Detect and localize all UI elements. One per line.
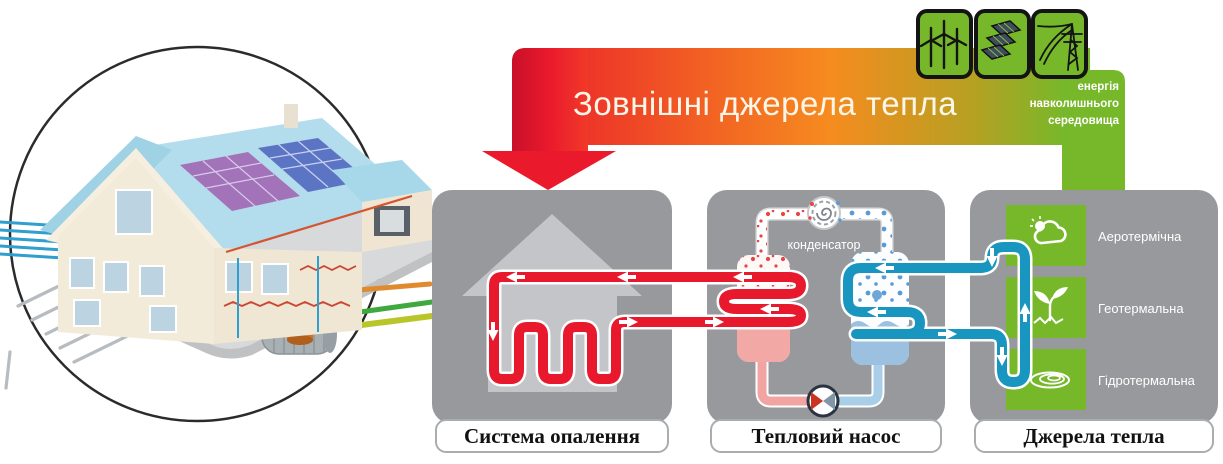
wind-turbines-icon bbox=[916, 9, 973, 79]
heating-water-circuit bbox=[486, 269, 809, 387]
heating-caption: Система опалення bbox=[464, 424, 640, 448]
green-energy-band bbox=[1062, 70, 1125, 192]
wing-roof bbox=[332, 160, 432, 202]
refrigerant-vapor-pipes bbox=[755, 207, 894, 263]
house-illustration bbox=[0, 45, 435, 423]
source-tiles: Аеротермічна Геотермальна Гідротермальна bbox=[1006, 205, 1196, 410]
panel-captions: Система опалення Тепловий насос Джерела … bbox=[435, 419, 1214, 453]
eave-accent-pipe bbox=[225, 194, 413, 254]
interior-heating-coils bbox=[223, 264, 357, 307]
expansion-valve-icon bbox=[806, 384, 840, 418]
compressor-icon bbox=[807, 196, 842, 230]
solar-grid-lines bbox=[192, 155, 279, 207]
heating-caption-bar bbox=[435, 419, 669, 453]
hydrothermal-label: Гідротермальна bbox=[1098, 373, 1196, 388]
interior-pipes bbox=[237, 256, 319, 338]
pump-caption: Тепловий насос bbox=[752, 424, 901, 448]
sources-caption-bar bbox=[974, 419, 1214, 453]
side-note: енергія навколишнього середовища bbox=[1030, 81, 1120, 127]
banner-down-shaft bbox=[512, 48, 588, 152]
pump-caption-bar bbox=[710, 419, 942, 453]
sprout-icon bbox=[1033, 287, 1068, 325]
banner-title: Зовнішні джерела тепла bbox=[573, 85, 957, 122]
roof-vent bbox=[284, 104, 298, 128]
water-swirl-icon bbox=[1030, 371, 1070, 389]
condenser-label: конденсатор bbox=[787, 238, 860, 252]
power-lines-icon bbox=[1031, 9, 1088, 79]
side-note-line-1: енергія bbox=[1078, 81, 1119, 93]
aerothermal-label: Аеротермічна bbox=[1098, 229, 1182, 244]
side-note-line-2: навколишнього bbox=[1030, 98, 1119, 110]
front-wall bbox=[58, 158, 214, 344]
energy-icon-boxes bbox=[916, 9, 1088, 79]
garage-door bbox=[380, 210, 404, 232]
solar-panels-icon bbox=[974, 9, 1031, 79]
geothermal-label: Геотермальна bbox=[1098, 301, 1184, 316]
sources-caption: Джерела тепла bbox=[1023, 424, 1165, 448]
refrigerant-liquid-pipes bbox=[755, 353, 885, 408]
panels: Аеротермічна Геотермальна Гідротермальна bbox=[432, 190, 1218, 453]
house bbox=[40, 104, 432, 344]
side-note-line-3: середовища bbox=[1048, 115, 1120, 127]
cloud-sun-icon bbox=[1030, 216, 1067, 245]
down-arrowhead-icon bbox=[482, 151, 616, 190]
